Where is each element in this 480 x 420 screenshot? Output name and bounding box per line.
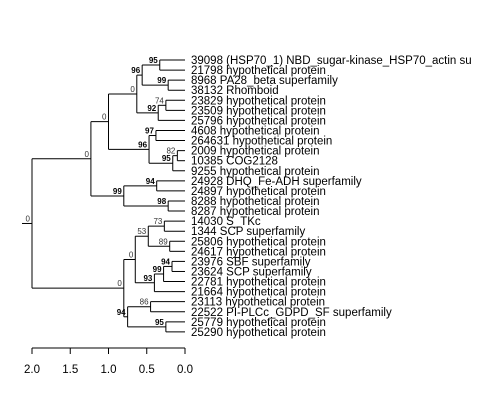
bootstrap-label: 95	[155, 318, 164, 327]
bootstrap-label: 53	[137, 227, 146, 236]
bootstrap-label: 96	[138, 140, 147, 149]
bootstrap-label: 0	[130, 85, 135, 94]
tip-label: 23624 SCP superfamily	[191, 266, 312, 278]
axis-tick-label: 0.5	[139, 364, 155, 376]
bootstrap-label: 96	[131, 66, 140, 75]
tip-label: 23976 SBF superfamily	[191, 256, 311, 268]
axis-tick-label: 1.5	[62, 364, 78, 376]
tip-label: 2009 hypothetical protein	[191, 146, 320, 158]
bootstrap-label: 92	[147, 104, 156, 113]
tip-label: 1344 SCP superfamily	[191, 226, 305, 238]
axis-tick-label: 1.0	[101, 364, 117, 376]
bootstrap-label: 0	[117, 279, 122, 288]
tip-label: 21664 hypothetical protein	[191, 287, 326, 299]
bootstrap-label: 0	[26, 214, 31, 223]
tip-label: 25806 hypothetical protein	[191, 236, 326, 248]
tip-label: 24617 hypothetical protein	[191, 246, 326, 258]
bootstrap-label: 94	[146, 177, 155, 186]
bootstrap-label: 89	[159, 237, 168, 246]
tip-label: 22522 PI-PLCc_GDPD_SF superfamily	[191, 307, 392, 319]
tip-label: 23829 hypothetical protein	[191, 95, 326, 107]
bootstrap-label: 95	[162, 154, 171, 163]
bootstrap-label: 0	[129, 251, 134, 260]
tip-label: 8287 hypothetical protein	[191, 206, 320, 218]
tip-label: 24897 hypothetical protein	[191, 186, 326, 198]
bootstrap-label: 99	[157, 76, 166, 85]
bootstrap-label: 99	[113, 187, 122, 196]
axis-tick-label: 0.0	[177, 364, 193, 376]
tip-label: 38132 Rhomboid	[191, 85, 279, 97]
bootstrap-label: 0	[102, 113, 107, 122]
tip-label: 22781 hypothetical protein	[191, 277, 326, 289]
tip-label: 39098 (HSP70_1) NBD_sugar-kinase_HSP70_a…	[191, 55, 472, 67]
tip-label: 14030 S_TKc	[191, 216, 261, 228]
tip-label: 23509 hypothetical protein	[191, 105, 326, 117]
tree-branches	[22, 59, 185, 333]
tip-label: 24928 DHQ_Fe-ADH superfamily	[191, 176, 362, 188]
bootstrap-labels: 9599967492097829596094989907389539499930…	[26, 56, 176, 327]
bootstrap-label: 98	[157, 197, 166, 206]
tip-label: 264631 hypothetical protein	[191, 136, 332, 148]
tip-label: 23113 hypothetical protein	[191, 297, 325, 309]
tip-label: 25796 hypothetical protein	[191, 115, 326, 127]
bootstrap-label: 0	[84, 150, 89, 159]
bootstrap-label: 99	[153, 265, 162, 274]
bootstrap-label: 74	[155, 96, 164, 105]
bootstrap-label: 97	[145, 127, 154, 136]
bootstrap-label: 73	[153, 217, 162, 226]
bootstrap-label: 86	[140, 298, 149, 307]
bootstrap-label: 94	[161, 257, 170, 266]
tip-label: 8288 hypothetical protein	[191, 196, 320, 208]
scale-axis: 2.0 1.5 1.0 0.5 0.0	[24, 347, 193, 376]
tip-label: 10385 COG2128	[191, 156, 278, 168]
tip-label: 25779 hypothetical protein	[191, 317, 326, 329]
axis-tick-label: 2.0	[24, 364, 40, 376]
tip-label: 25290 hypothetical protein	[191, 327, 326, 339]
bootstrap-label: 82	[166, 147, 175, 156]
tip-labels: 39098 (HSP70_1) NBD_sugar-kinase_HSP70_a…	[191, 55, 472, 339]
bootstrap-label: 93	[143, 274, 152, 283]
bootstrap-label: 94	[117, 308, 126, 317]
tip-label: 9255 hypothetical protein	[191, 166, 320, 178]
tip-label: 21798 hypothetical protein	[191, 65, 326, 77]
bootstrap-label: 95	[149, 56, 158, 65]
tip-label: 4608 hypothetical protein	[191, 125, 320, 137]
tip-label: 8968 PA28_beta superfamily	[191, 75, 338, 87]
